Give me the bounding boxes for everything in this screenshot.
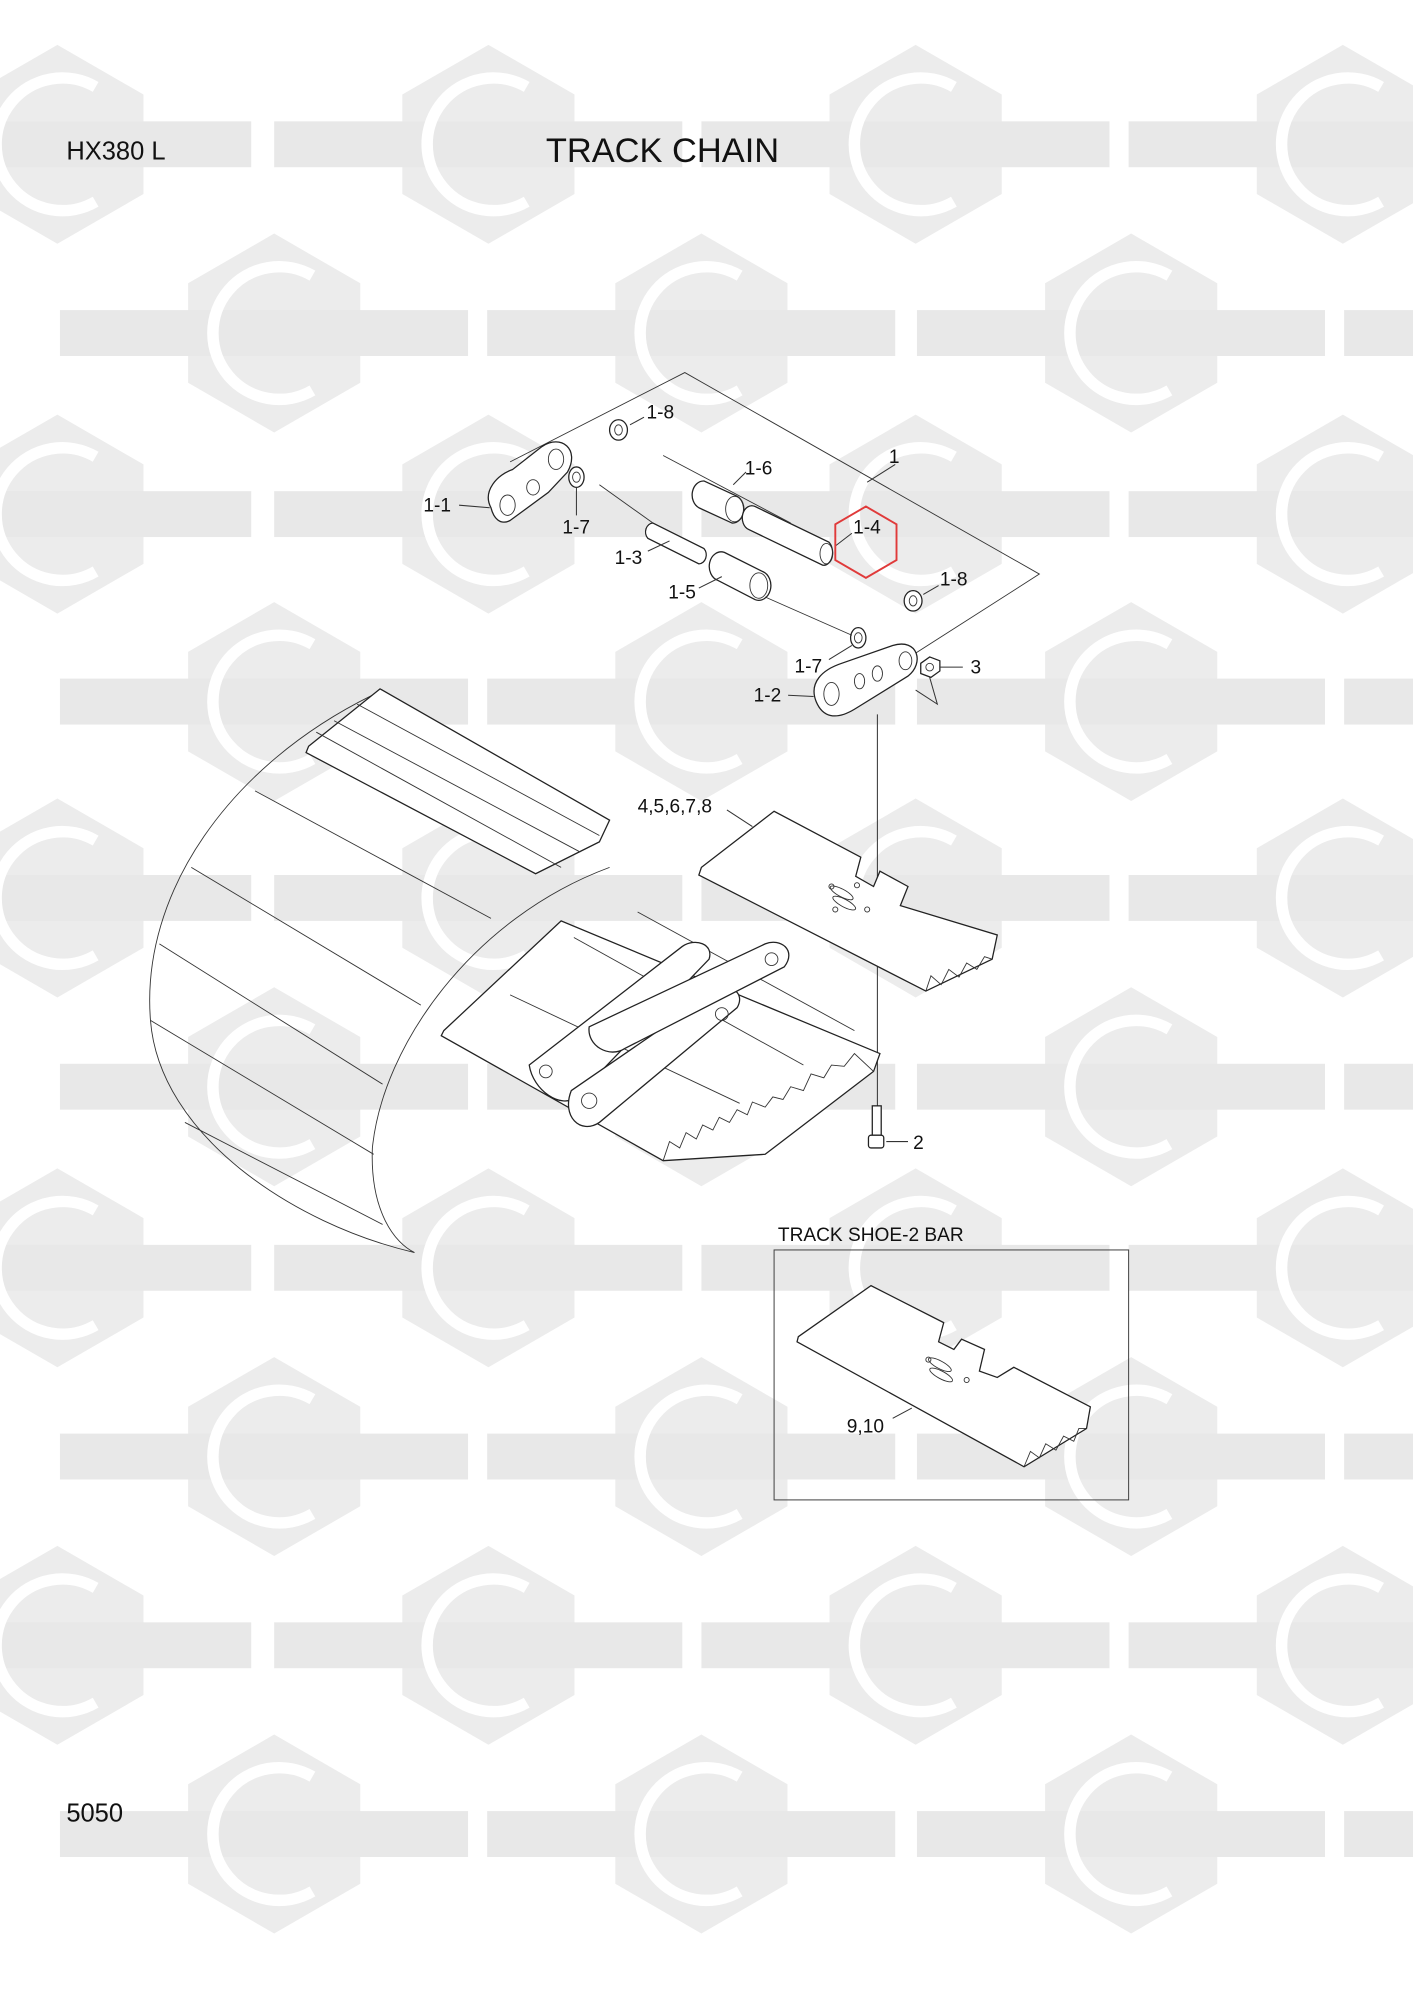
callout-1-7[interactable]: 1-7 [562,517,590,538]
link-1-1[interactable] [487,441,573,523]
highlight-hexagon [834,505,898,579]
track-shoe[interactable] [698,810,999,992]
watermark-tile [1344,678,1413,725]
watermark-tile [487,1357,896,1557]
watermark-tile [1344,310,1413,356]
watermark-tile [59,233,469,433]
bushing-1-5[interactable] [708,551,772,601]
watermark-tile [274,1545,683,1745]
model-name: HX380 L [66,138,165,166]
bolt-2[interactable] [867,1105,885,1149]
watermark-tile [59,1734,469,1934]
watermark-tile [701,414,1110,614]
track-assembly [149,688,881,1253]
callouts: 1-8 1-1 1-7 1-3 1-6 1-5 1-4 1 1-8 1-7 1-… [423,402,981,1437]
inset-frame [773,1249,1130,1501]
watermark-tile [59,987,469,1187]
bushing-1-6[interactable] [691,480,745,524]
seal-1-7-left[interactable] [568,466,585,488]
seal-1-7-right[interactable] [849,626,867,649]
watermark-tile [0,1545,252,1745]
pin-1-3[interactable] [644,522,707,565]
page-title: TRACK CHAIN [546,132,779,170]
nut-leader [915,677,939,706]
link-1-2[interactable] [813,643,918,717]
watermark-tile [274,1168,683,1368]
callout-3[interactable]: 3 [970,658,981,679]
watermark-tile [59,1357,469,1557]
watermark-tile [701,1545,1110,1745]
nut-3[interactable] [920,656,941,679]
callout-1-3[interactable]: 1-3 [615,548,643,569]
callout-1-1[interactable]: 1-1 [423,496,451,517]
watermark-tile [916,233,1326,433]
watermark-tile [916,987,1326,1187]
callout-2[interactable]: 2 [913,1133,924,1154]
watermark-tile [916,602,1326,802]
callout-shoe[interactable]: 4,5,6,7,8 [638,797,712,818]
spacer-1-8-top[interactable] [608,419,629,441]
callout-1-7-right[interactable]: 1-7 [794,656,822,677]
inset-track-shoe-2-bar: TRACK SHOE-2 BAR [773,1225,1130,1501]
watermark-tile [1128,1168,1413,1368]
callout-9-10[interactable]: 9,10 [847,1416,884,1437]
callout-1-8[interactable]: 1-8 [647,402,675,423]
watermark-tile [1128,1545,1413,1745]
watermark-tile [1128,798,1413,998]
watermark-tile [0,414,252,614]
callout-1-2[interactable]: 1-2 [754,686,782,707]
watermark-tile [1344,1063,1413,1110]
watermark-layer [0,44,1413,1934]
watermark-tile [274,44,683,244]
inset-title: TRACK SHOE-2 BAR [778,1225,964,1246]
watermark-tile [1128,414,1413,614]
watermark-tile [487,1734,896,1934]
callout-1-8-bottom[interactable]: 1-8 [940,570,968,591]
watermark-tile [1344,1433,1413,1480]
watermark-tile [0,1168,252,1368]
callout-1-6[interactable]: 1-6 [745,459,773,480]
watermark-tile [0,44,252,244]
watermark-tile [487,233,896,433]
watermark-tile [274,414,683,614]
watermark-tile [1344,1811,1413,1857]
callout-1[interactable]: 1 [889,447,900,468]
track-shoe-2-bar[interactable] [796,1284,1092,1468]
spacer-1-8-bottom[interactable] [903,590,923,612]
assembly-outline [509,372,1041,654]
watermark-tile [916,1734,1326,1934]
watermark-tile [701,44,1110,244]
master-pin-1-4[interactable] [741,505,834,566]
callout-1-4[interactable]: 1-4 [853,517,881,538]
watermark-tile [1128,44,1413,244]
callout-1-5[interactable]: 1-5 [668,582,696,603]
watermark-tile [0,798,252,998]
page-code: 5050 [66,1799,123,1827]
